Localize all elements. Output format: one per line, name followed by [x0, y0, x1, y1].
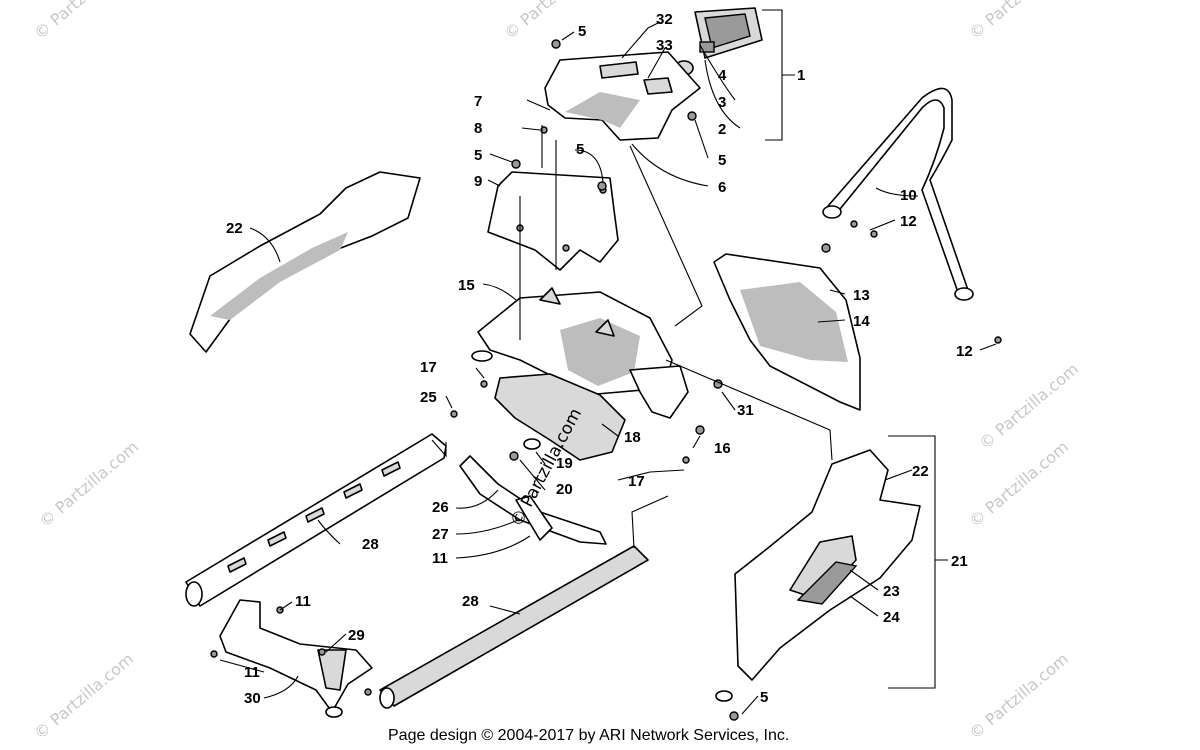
- callout-25: 25: [420, 389, 437, 406]
- side-panel-left: [189, 171, 421, 353]
- callout-5-bottom: 5: [760, 689, 768, 706]
- watermark-right-edge: © Partzilla.com: [975, 359, 1082, 453]
- callout-19: 19: [556, 455, 573, 472]
- callout-16: 16: [714, 440, 731, 457]
- callout-23: 23: [883, 583, 900, 600]
- tail-housing-lower: [477, 287, 689, 419]
- callout-11-lower: 11: [295, 593, 311, 610]
- callout-4: 4: [718, 67, 727, 84]
- mud-flap: [494, 373, 626, 461]
- callout-10: 10: [900, 187, 917, 204]
- callout-11-bottom: 11: [244, 664, 260, 681]
- rail-right: [379, 545, 649, 709]
- callout-12-upper: 12: [900, 213, 917, 230]
- watermark-top-left: © Partzilla.com: [30, 0, 137, 43]
- callout-5-top: 5: [578, 23, 586, 40]
- callout-17-right: 17: [628, 473, 645, 490]
- callout-22-right: 22: [912, 463, 929, 480]
- rail-left: [185, 433, 447, 607]
- bracket-center: [459, 455, 607, 545]
- footer-copyright: Page design © 2004-2017 by ARI Network S…: [388, 727, 789, 744]
- callout-15: 15: [458, 277, 475, 294]
- callout-29: 29: [348, 627, 365, 644]
- side-panel-lower-right: [734, 435, 948, 689]
- callout-8: 8: [474, 120, 482, 137]
- callout-31: 31: [737, 402, 754, 419]
- callout-12-lower: 12: [956, 343, 973, 360]
- watermark-mid-right: © Partzilla.com: [965, 437, 1072, 531]
- taillight-assembly: [674, 7, 795, 141]
- callout-7: 7: [474, 93, 482, 110]
- callout-21: 21: [951, 553, 968, 570]
- callout-13: 13: [853, 287, 870, 304]
- hardware: [210, 39, 1002, 721]
- watermark-mid-left: © Partzilla.com: [35, 437, 142, 531]
- callout-1: 1: [797, 67, 805, 84]
- callout-labels: 1 2 3 4 5 5 5 5 5 6 7 8 9 10 11 11 11 12…: [226, 11, 973, 707]
- watermark-top-center: © Partzilla.com: [500, 0, 607, 43]
- grab-bar: [822, 87, 974, 301]
- callout-30: 30: [244, 690, 261, 707]
- callout-17-left: 17: [420, 359, 437, 376]
- tail-cover-upper: [544, 21, 701, 141]
- callout-18: 18: [624, 429, 641, 446]
- callout-5-left: 5: [474, 147, 482, 164]
- callout-5-center: 5: [576, 141, 584, 158]
- callout-20: 20: [556, 481, 573, 498]
- watermark-bottom-right: © Partzilla.com: [965, 649, 1072, 743]
- leader-lines: [219, 31, 997, 715]
- callout-27: 27: [432, 526, 449, 543]
- callout-2: 2: [718, 121, 726, 138]
- callout-9: 9: [474, 173, 482, 190]
- watermark-bottom-left: © Partzilla.com: [30, 649, 137, 743]
- callout-3: 3: [718, 94, 726, 111]
- callout-33: 33: [656, 37, 673, 54]
- callout-11-center: 11: [432, 550, 448, 567]
- callout-26: 26: [432, 499, 449, 516]
- callout-6: 6: [718, 179, 726, 196]
- callout-32: 32: [656, 11, 673, 28]
- callout-28-right: 28: [462, 593, 479, 610]
- callout-5-upper-right: 5: [718, 152, 726, 169]
- callout-24: 24: [883, 609, 900, 626]
- callout-22-left: 22: [226, 220, 243, 237]
- side-panel-upper-right: [713, 253, 861, 411]
- bracket-lower: [219, 599, 373, 713]
- callout-14: 14: [853, 313, 870, 330]
- watermark-top-right: © Partzilla.com: [965, 0, 1072, 43]
- callout-28-left: 28: [362, 536, 379, 553]
